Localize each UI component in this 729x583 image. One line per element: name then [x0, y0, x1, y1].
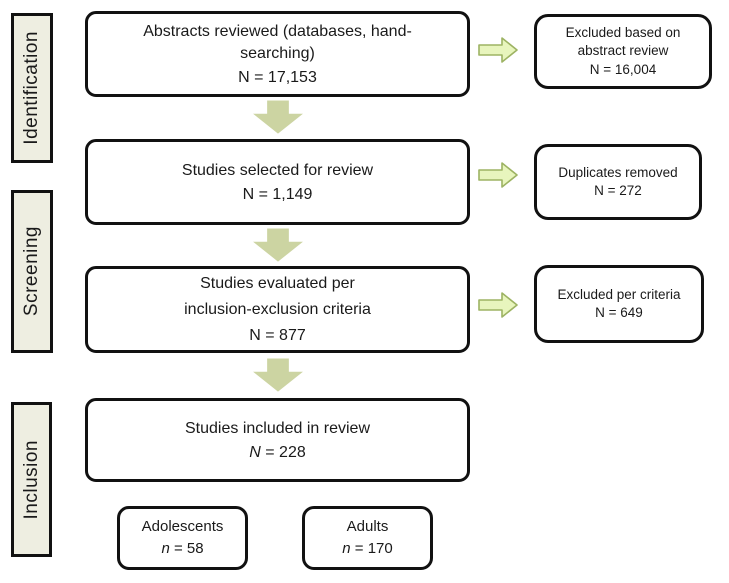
box-title: Studies selected for review	[181, 161, 374, 179]
box-title: Studies included in review	[185, 419, 370, 437]
side-box-count: N = 649	[595, 305, 643, 320]
side-box-line: Excluded per criteria	[557, 286, 681, 302]
subgroup-box-adults: Adults n = 170	[302, 506, 433, 570]
side-box-line: abstract review	[577, 43, 669, 59]
flow-box-abstracts-reviewed: Abstracts reviewed (databases, hand-sear…	[85, 11, 470, 97]
subgroup-label: Adults	[346, 518, 389, 536]
box-count: N = 877	[249, 326, 306, 344]
down-arrow-icon	[252, 228, 304, 262]
count-value: = 228	[260, 444, 306, 462]
box-title-line1: Studies evaluated per	[200, 274, 355, 292]
stage-label: Inclusion	[20, 439, 42, 520]
box-count: N = 1,149	[242, 186, 313, 204]
side-box-duplicates-removed: Duplicates removed N = 272	[534, 144, 702, 220]
right-arrow-icon	[478, 291, 518, 319]
stage-screening: Screening	[11, 190, 53, 353]
box-title-line2: inclusion-exclusion criteria	[184, 300, 371, 318]
down-arrow-icon	[252, 358, 304, 392]
count-letter: N	[249, 444, 261, 462]
stage-identification: Identification	[11, 13, 53, 163]
side-box-line: Duplicates removed	[558, 164, 678, 180]
stage-inclusion: Inclusion	[11, 402, 52, 557]
stage-label: Identification	[21, 31, 42, 145]
count-value: = 170	[350, 540, 393, 557]
side-box-count: N = 272	[594, 183, 642, 198]
subgroup-count: n = 170	[342, 538, 392, 560]
right-arrow-icon	[478, 161, 518, 189]
side-box-excluded-criteria: Excluded per criteria N = 649	[534, 265, 704, 343]
flow-box-studies-included: Studies included in review N = 228	[85, 398, 470, 482]
down-arrow-icon	[252, 100, 304, 134]
side-box-line: Excluded based on	[565, 25, 681, 41]
flow-box-studies-evaluated: Studies evaluated per inclusion-exclusio…	[85, 266, 470, 353]
subgroup-label: Adolescents	[141, 518, 224, 536]
side-box-excluded-abstract: Excluded based on abstract review N = 16…	[534, 14, 712, 89]
box-title: Abstracts reviewed (databases, hand-sear…	[143, 22, 412, 62]
box-count: N = 228	[249, 444, 306, 462]
count-value: = 58	[169, 540, 204, 557]
subgroup-count: n = 58	[161, 538, 203, 560]
count-letter: n	[161, 540, 170, 557]
flow-box-studies-selected: Studies selected for review N = 1,149	[85, 139, 470, 225]
box-count: N = 17,153	[238, 69, 317, 87]
side-box-count: N = 16,004	[589, 61, 657, 77]
subgroup-box-adolescents: Adolescents n = 58	[117, 506, 248, 570]
count-letter: n	[342, 540, 351, 557]
right-arrow-icon	[478, 36, 518, 64]
stage-label: Screening	[21, 226, 42, 317]
